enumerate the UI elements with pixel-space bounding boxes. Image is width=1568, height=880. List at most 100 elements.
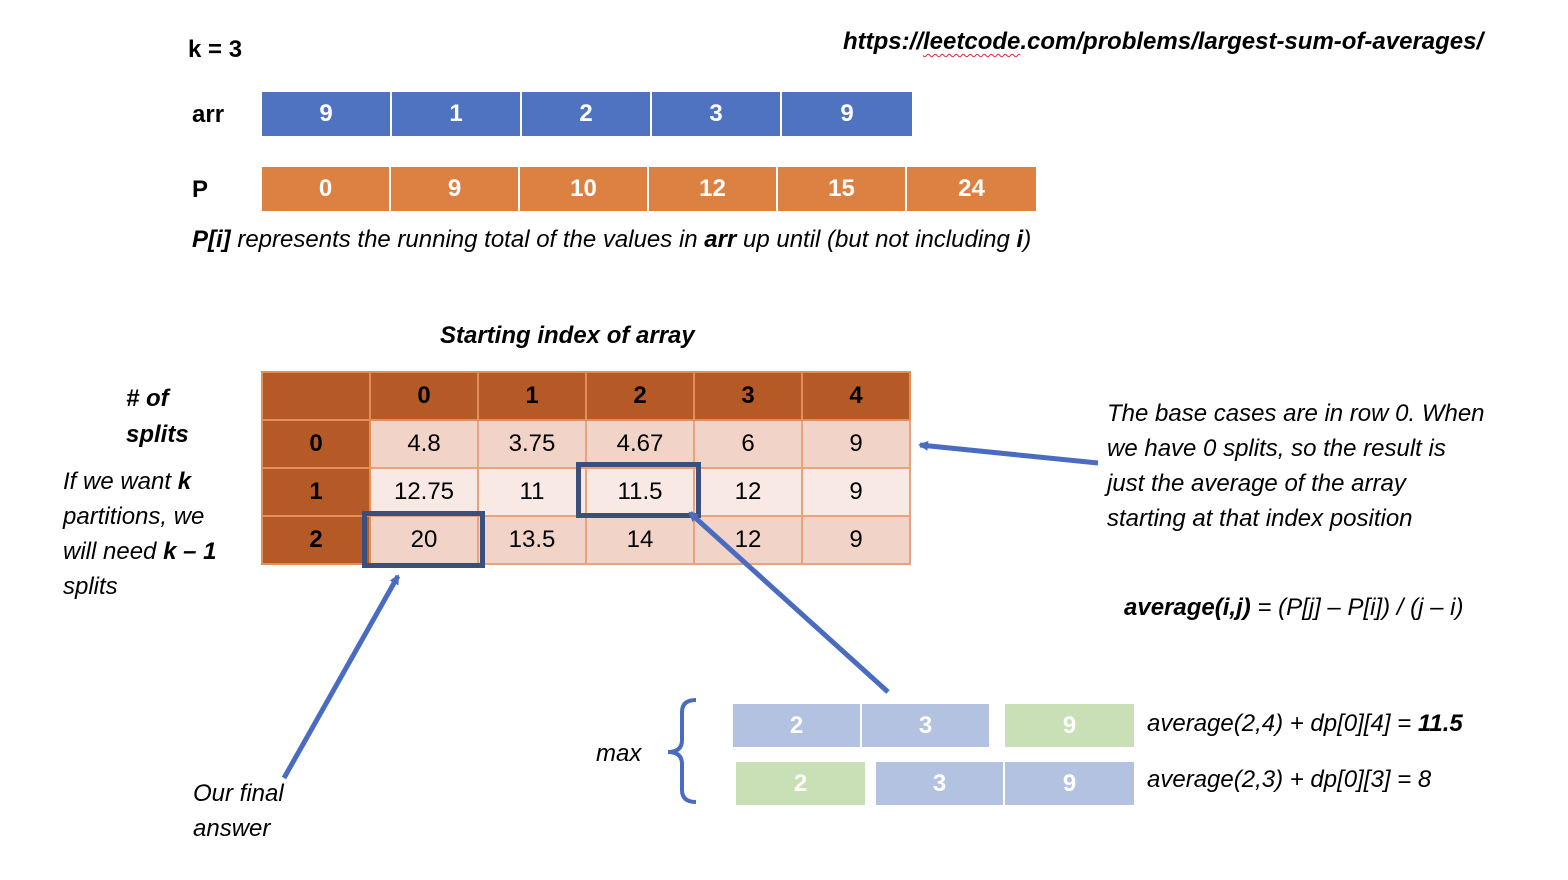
option1-result: 11.5 xyxy=(1417,710,1463,737)
dp-cell: 3.75 xyxy=(477,419,587,469)
dp-cell: 11.5 xyxy=(585,467,695,517)
url-domain: leetcode xyxy=(922,28,1021,55)
dp-cell: 4.67 xyxy=(585,419,695,469)
option1-text: average(2,4) + dp[0][4] = xyxy=(1147,710,1418,737)
dp-cell: 9 xyxy=(801,467,911,517)
prefix-cell: 9 xyxy=(391,167,520,211)
max-label: max xyxy=(596,740,642,767)
desc-text2: up until (but not including xyxy=(736,226,1017,253)
note-k: k xyxy=(177,468,192,495)
dp-col-header: 2 xyxy=(585,371,695,421)
dp-row: 2 20 13.5 14 12 9 xyxy=(261,515,911,565)
base-case-note: The base cases are in row 0. When we hav… xyxy=(1107,396,1485,536)
note-text: will need xyxy=(63,538,164,565)
prefix-label: P xyxy=(192,176,209,203)
prefix-cell: 10 xyxy=(520,167,649,211)
dp-corner xyxy=(261,371,371,421)
dp-header-row: 0 1 2 3 4 xyxy=(261,371,911,421)
formula-name: average(i,j) xyxy=(1124,594,1251,621)
base-note-line: The base cases are in row 0. When xyxy=(1107,400,1485,427)
option1-cell: 3 xyxy=(862,704,991,747)
dp-row: 1 12.75 11 11.5 12 9 xyxy=(261,467,911,517)
dp-cell: 20 xyxy=(369,515,479,565)
option2-cell: 3 xyxy=(876,762,1005,805)
dp-cell: 13.5 xyxy=(477,515,587,565)
desc-arr: arr xyxy=(704,226,737,253)
dp-row: 0 4.8 3.75 4.67 6 9 xyxy=(261,419,911,469)
dp-cell: 9 xyxy=(801,515,911,565)
base-note-line: we have 0 splits, so the result is xyxy=(1107,435,1446,462)
arr-cell: 3 xyxy=(652,92,782,136)
dp-row-header: 2 xyxy=(261,515,371,565)
note-line4: splits xyxy=(63,573,118,600)
option2-cells: 3 9 xyxy=(876,762,1134,805)
arrow-option-source xyxy=(688,511,890,694)
k-label: k = 3 xyxy=(188,36,243,63)
splits-label-line1: # of xyxy=(126,385,169,412)
dp-cell: 4.8 xyxy=(369,419,479,469)
partition-note: If we want k partitions, we will need k … xyxy=(63,464,216,604)
dp-cell: 11 xyxy=(477,467,587,517)
option2-cell: 9 xyxy=(1005,762,1134,805)
note-text: If we want xyxy=(63,468,178,495)
option1-tail: 9 xyxy=(1005,704,1134,747)
option1-cell: 9 xyxy=(1005,704,1134,747)
desc-text3: ) xyxy=(1023,226,1032,253)
arr-cell: 1 xyxy=(392,92,522,136)
final-answer-note: Our final answer xyxy=(193,776,284,846)
arr-cell: 9 xyxy=(262,92,392,136)
dp-row-header: 0 xyxy=(261,419,371,469)
dp-cell: 12 xyxy=(693,515,803,565)
arr-cell: 9 xyxy=(782,92,912,136)
dp-cell: 6 xyxy=(693,419,803,469)
base-note-line: just the average of the array xyxy=(1107,470,1406,497)
prefix-description: P[i] represents the running total of the… xyxy=(192,226,1031,254)
arrow-final-answer xyxy=(281,574,401,780)
problem-url[interactable]: https://leetcode.com/problems/largest-su… xyxy=(843,28,1483,56)
highlight-dp-1-2 xyxy=(576,462,701,518)
dp-row-header: 1 xyxy=(261,467,371,517)
average-formula: average(i,j) = (P[j] – P[i]) / (j – i) xyxy=(1124,594,1463,622)
dp-cell: 12.75 xyxy=(369,467,479,517)
dp-col-header: 1 xyxy=(477,371,587,421)
dp-table: 0 1 2 3 4 0 4.8 3.75 4.67 6 9 1 12.75 11… xyxy=(261,371,911,565)
base-note-line: starting at that index position xyxy=(1107,505,1413,532)
option2-formula: average(2,3) + dp[0][3] = 8 xyxy=(1147,766,1432,793)
desc-pi: P[i] xyxy=(192,226,231,253)
url-prefix: https:// xyxy=(843,28,923,55)
prefix-cell: 15 xyxy=(778,167,907,211)
table-title: Starting index of array xyxy=(440,322,695,349)
dp-cell: 9 xyxy=(801,419,911,469)
formula-body: = (P[j] – P[i]) / (j – i) xyxy=(1250,594,1464,621)
max-brace xyxy=(667,698,697,804)
highlight-final-answer xyxy=(362,511,485,568)
option2-head: 2 xyxy=(736,762,865,805)
desc-text1: represents the running total of the valu… xyxy=(230,226,705,253)
note-k-minus-1: k – 1 xyxy=(163,538,217,565)
dp-col-header: 3 xyxy=(693,371,803,421)
prefix-cell: 0 xyxy=(262,167,391,211)
option2-cell: 2 xyxy=(736,762,865,805)
url-path: .com/problems/largest-sum-of-averages/ xyxy=(1020,28,1484,55)
option1-formula: average(2,4) + dp[0][4] = 11.5 xyxy=(1147,710,1463,738)
final-answer-line2: answer xyxy=(193,815,271,842)
option1-cells: 2 3 xyxy=(733,704,991,747)
dp-col-header: 4 xyxy=(801,371,911,421)
prefix-row: 0 9 10 12 15 24 xyxy=(262,167,1036,211)
prefix-cell: 24 xyxy=(907,167,1036,211)
prefix-cell: 12 xyxy=(649,167,778,211)
note-line2: partitions, we xyxy=(63,503,205,530)
arrow-base-cases xyxy=(918,440,1099,466)
desc-i: i xyxy=(1016,226,1024,253)
arr-row: 9 1 2 3 9 xyxy=(262,92,912,136)
dp-col-header: 0 xyxy=(369,371,479,421)
dp-cell: 14 xyxy=(585,515,695,565)
arr-label: arr xyxy=(192,101,225,128)
option1-cell: 2 xyxy=(733,704,862,747)
splits-label: # of splits xyxy=(126,381,189,453)
dp-cell: 12 xyxy=(693,467,803,517)
arr-cell: 2 xyxy=(522,92,652,136)
splits-label-line2: splits xyxy=(126,421,189,448)
final-answer-line1: Our final xyxy=(193,780,284,807)
